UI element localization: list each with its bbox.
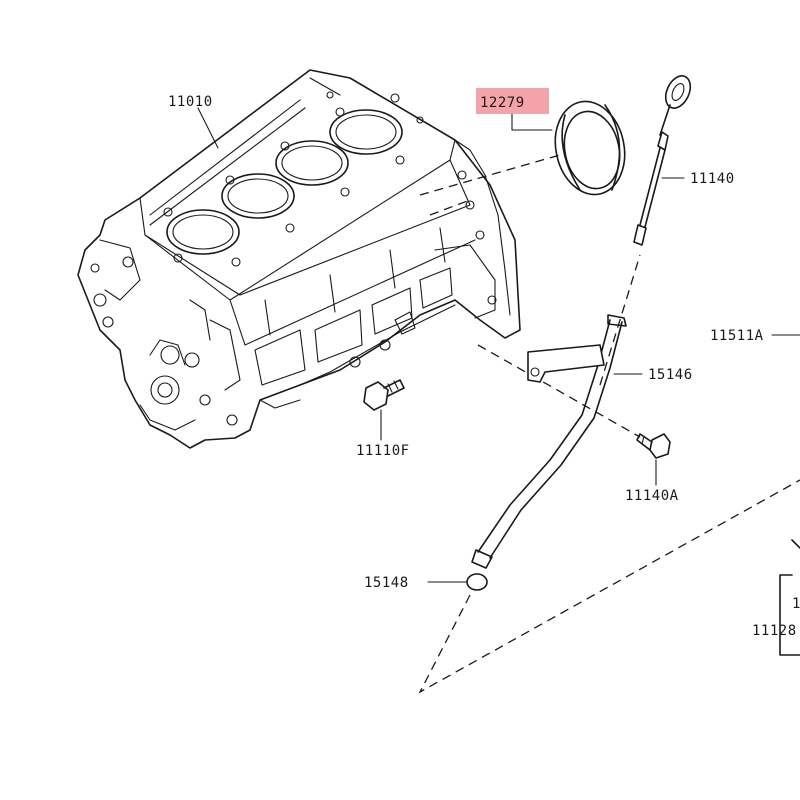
block-bolt[interactable]	[363, 379, 405, 411]
rear-oil-seal[interactable]	[547, 95, 633, 201]
leader-lines	[197, 107, 800, 583]
label-oil-level-gauge[interactable]: 11140	[690, 171, 735, 187]
sub-assembly-bracket	[779, 539, 800, 656]
label-cylinder-block[interactable]: 11010	[168, 94, 213, 110]
label-block-bolt[interactable]: 11110F	[356, 443, 410, 459]
label-guide-bolt[interactable]: 11140A	[625, 488, 679, 504]
label-bracket-bolt[interactable]: 11511A	[710, 328, 764, 344]
label-highlight	[476, 88, 549, 114]
assembly-dashed-lines	[418, 154, 800, 694]
cylinder-block[interactable]	[77, 69, 521, 449]
oil-gauge-guide[interactable]	[471, 314, 627, 569]
guide-bolt[interactable]	[636, 433, 671, 459]
label-rear-oil-seal[interactable]: 12279	[480, 95, 525, 111]
label-partial-upper[interactable]: 1	[792, 596, 800, 612]
oil-level-gauge[interactable]	[633, 72, 695, 246]
label-o-ring[interactable]: 15148	[364, 575, 409, 591]
o-ring[interactable]	[466, 573, 488, 591]
label-partial-lower[interactable]: 11128	[752, 623, 797, 639]
label-oil-gauge-guide[interactable]: 15146	[648, 367, 693, 383]
